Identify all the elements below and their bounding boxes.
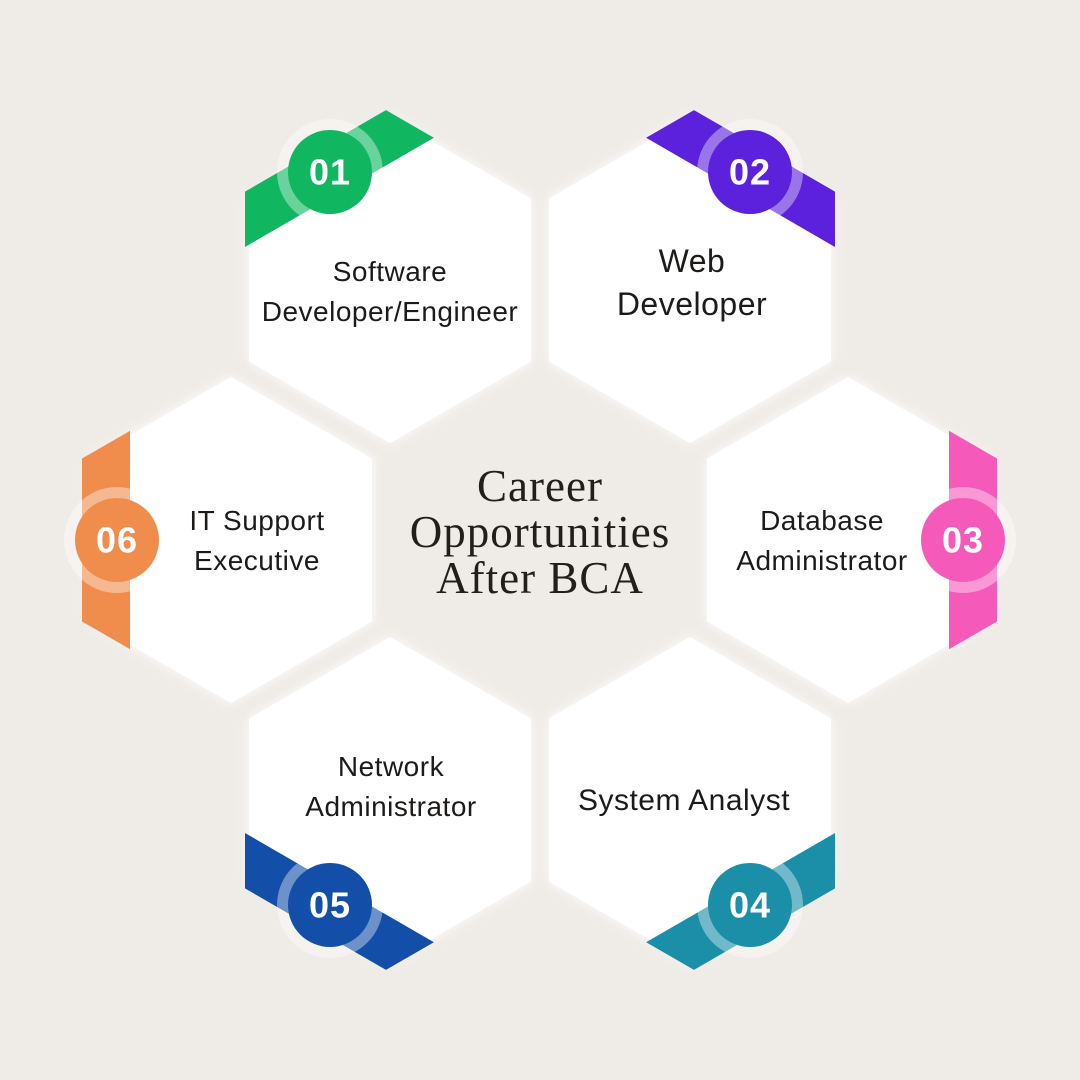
hexagon-card-2: 02: [549, 110, 835, 443]
hexagon-card-1: 01: [245, 110, 531, 443]
label-line: Developer/Engineer: [261, 296, 519, 327]
label-line: Executive: [194, 545, 320, 576]
label-line: Administrator: [736, 545, 908, 576]
title-line: Career: [477, 461, 603, 511]
hexagon-card-4: 04: [549, 637, 835, 970]
hexagon-card-3: 03: [707, 377, 1016, 703]
label-line: Developer: [616, 286, 768, 322]
badge-number-1: 01: [309, 152, 351, 193]
label-line: IT Support: [189, 505, 325, 536]
badge-number-4: 04: [729, 885, 771, 926]
title-line: After BCA: [436, 553, 644, 603]
badge-circle-2: [708, 130, 792, 214]
badge-circle-4: [708, 863, 792, 947]
title-line: Opportunities: [409, 507, 671, 557]
item-label-network-administrator: Network Administrator: [305, 747, 476, 827]
hexagon-shape-6: [90, 377, 372, 703]
label-line: Web: [658, 243, 726, 279]
item-label-database-administrator: Database Administrator: [736, 501, 907, 581]
badge-circle-3: [921, 498, 1005, 582]
item-label-software-developer: Software Developer/Engineer: [262, 252, 519, 332]
badge-circle-1: [288, 130, 372, 214]
label-line: System Analyst: [577, 784, 791, 817]
hexagon-shape-3: [707, 377, 989, 703]
item-label-system-analyst: System Analyst: [578, 781, 790, 821]
page-title: Career Opportunities After BCA: [410, 463, 670, 601]
badge-circle-6: [75, 498, 159, 582]
badge-number-5: 05: [309, 885, 351, 926]
hexagon-card-5: 05: [245, 637, 531, 970]
badge-number-6: 06: [96, 520, 138, 561]
label-line: Administrator: [305, 791, 477, 822]
badge-circle-5: [288, 863, 372, 947]
label-line: Database: [760, 505, 884, 536]
badge-number-3: 03: [942, 520, 984, 561]
label-line: Network: [337, 751, 445, 782]
label-line: Software: [332, 256, 448, 287]
hexagon-card-6: 06: [64, 377, 372, 703]
item-label-web-developer: Web Developer: [617, 240, 767, 326]
badge-number-2: 02: [729, 152, 771, 193]
item-label-it-support-executive: IT Support Executive: [189, 501, 324, 581]
